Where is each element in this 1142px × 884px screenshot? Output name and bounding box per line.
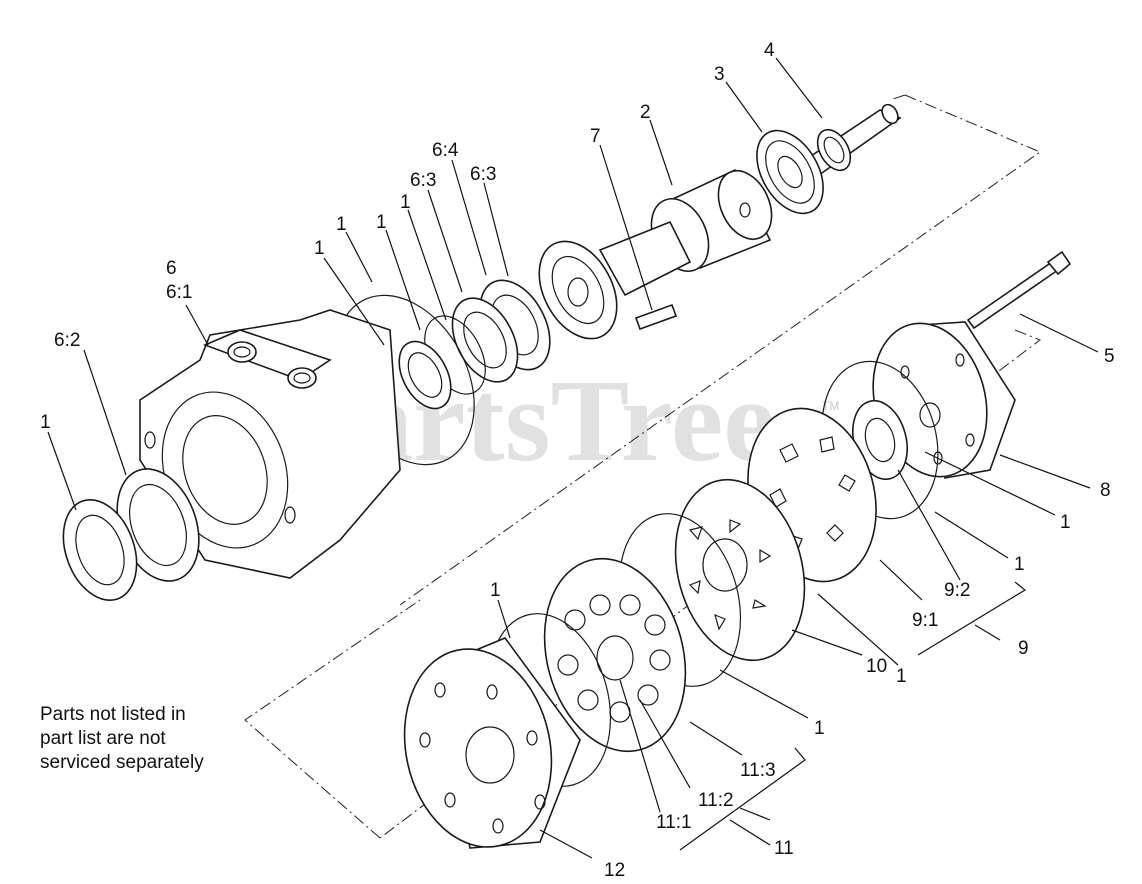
seal-ring-left-part bbox=[62, 498, 138, 602]
key-part bbox=[634, 303, 678, 331]
group-brackets bbox=[679, 581, 1027, 851]
callout-1-j: 1 bbox=[490, 580, 501, 601]
needle-bearing-part bbox=[538, 240, 618, 340]
callout-11-1: 11:1 bbox=[656, 812, 692, 833]
callout-1-i: 1 bbox=[814, 718, 825, 739]
manifold-disc-part bbox=[674, 478, 806, 662]
callout-11-3: 11:3 bbox=[740, 760, 776, 781]
callout-6: 6 bbox=[166, 258, 177, 279]
callout-12: 12 bbox=[604, 860, 625, 881]
callout-1-f: 1 bbox=[1060, 512, 1071, 533]
gerotor-set-part bbox=[543, 557, 687, 753]
callout-1-h: 1 bbox=[896, 666, 907, 687]
callout-7: 7 bbox=[590, 126, 601, 147]
callout-8: 8 bbox=[1100, 480, 1111, 501]
callout-2: 2 bbox=[640, 102, 651, 123]
callout-3: 3 bbox=[714, 64, 725, 85]
callout-1-e: 1 bbox=[40, 412, 51, 433]
callout-10: 10 bbox=[866, 656, 887, 677]
watermark-trademark: TM bbox=[822, 399, 839, 413]
end-plate-part bbox=[403, 637, 581, 849]
callout-1-a: 1 bbox=[400, 192, 411, 213]
callout-6-3-right: 6:3 bbox=[470, 164, 496, 185]
seal-stack-part bbox=[451, 279, 551, 383]
callout-5: 5 bbox=[1104, 346, 1115, 367]
callout-9: 9 bbox=[1018, 638, 1029, 659]
bolt-part bbox=[966, 250, 1072, 330]
note-line-2: part list are not bbox=[40, 728, 166, 749]
note-line-1: Parts not listed in bbox=[40, 704, 186, 725]
callout-6-3-left: 6:3 bbox=[410, 170, 436, 191]
housing-part bbox=[139, 309, 401, 579]
callout-9-2: 9:2 bbox=[944, 580, 970, 601]
roller-bearing-part bbox=[116, 468, 200, 582]
callout-1-g: 1 bbox=[1014, 554, 1025, 575]
callout-6-1: 6:1 bbox=[166, 282, 192, 303]
washer-and-spacer-parts bbox=[821, 360, 939, 520]
callout-6-4: 6:4 bbox=[432, 140, 459, 161]
service-note: Parts not listed in part list are not se… bbox=[40, 704, 204, 773]
callout-1-b: 1 bbox=[376, 212, 387, 233]
main-shaft-part bbox=[598, 220, 692, 297]
callout-4: 4 bbox=[764, 40, 775, 61]
note-line-3: serviced separately bbox=[40, 752, 204, 773]
callout-11: 11 bbox=[774, 838, 794, 859]
callout-6-2: 6:2 bbox=[54, 330, 80, 351]
bearing-ring-part bbox=[756, 129, 824, 215]
callout-1-d: 1 bbox=[314, 238, 325, 259]
callout-1-c: 1 bbox=[336, 214, 347, 235]
callout-9-1: 9:1 bbox=[912, 610, 938, 631]
leader-lines bbox=[47, 57, 1099, 859]
callout-11-2: 11:2 bbox=[698, 790, 734, 811]
